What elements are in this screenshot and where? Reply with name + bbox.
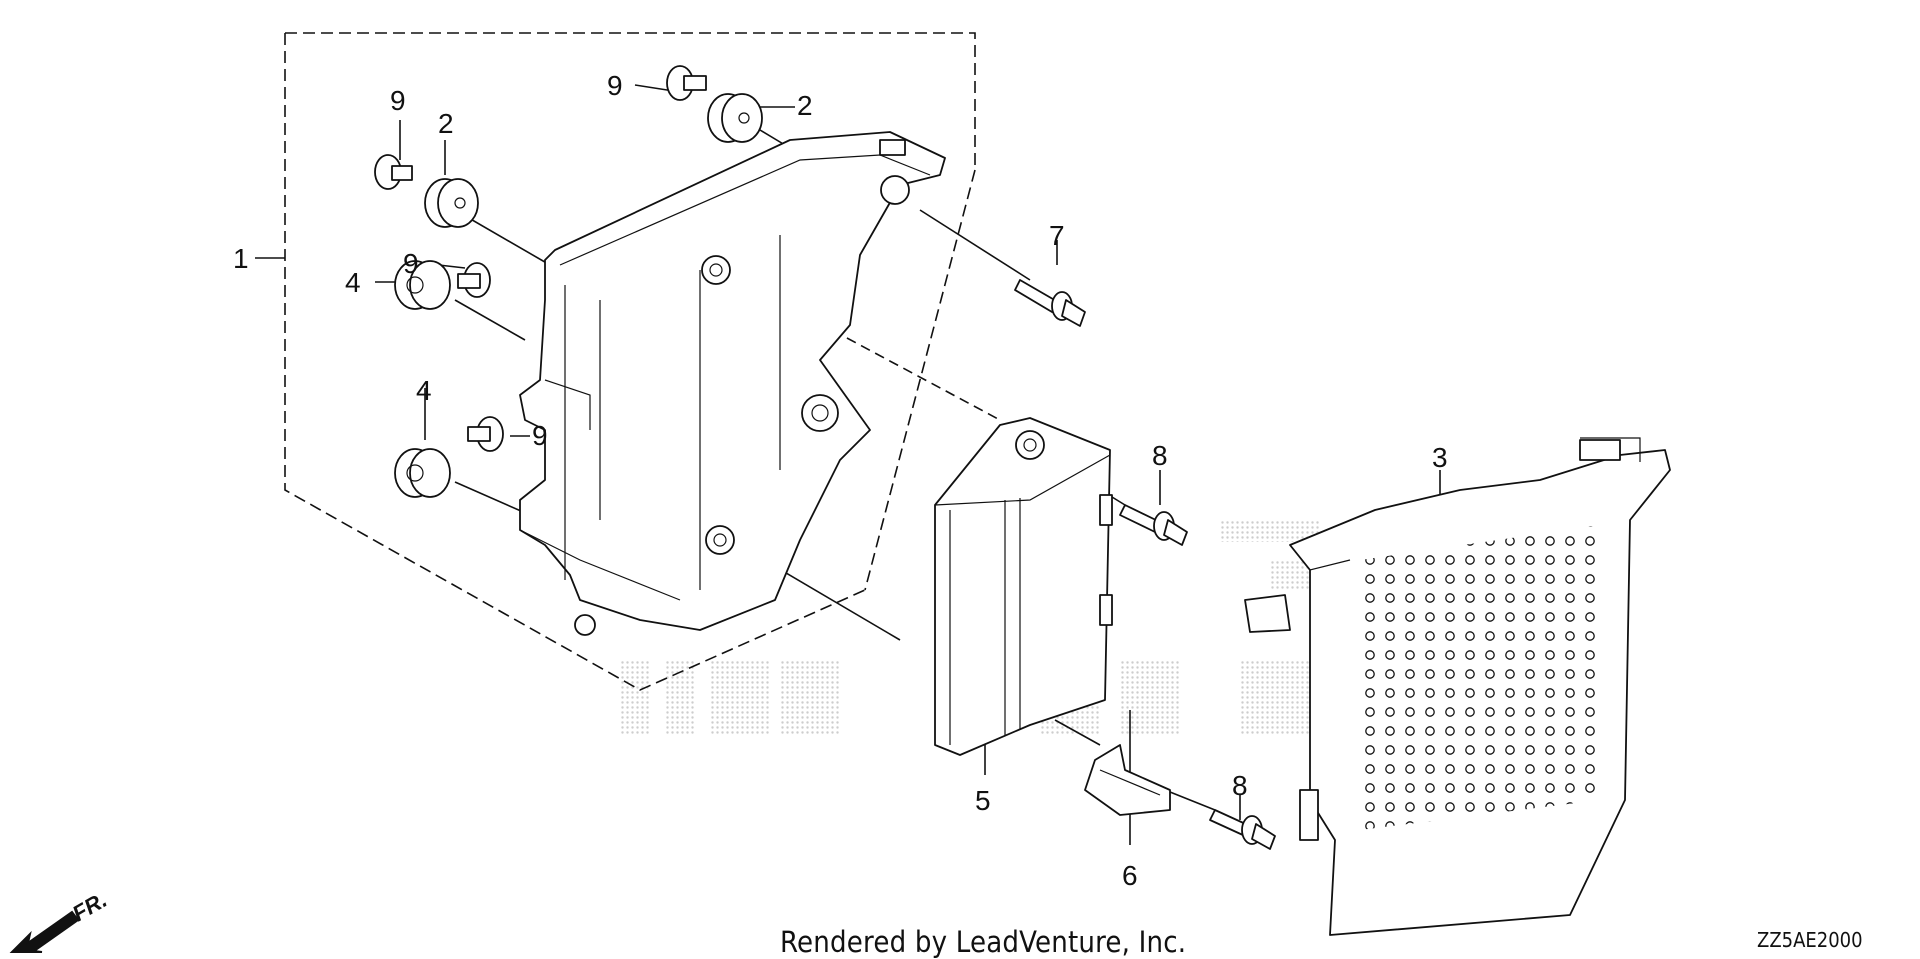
diagram-code: ZZ5AE2000	[1757, 928, 1863, 952]
callout-3: 3	[1432, 442, 1448, 473]
callout-8-lower: 8	[1232, 770, 1248, 801]
callout-5: 5	[975, 785, 991, 816]
perforated-cover-3	[1244, 437, 1671, 936]
grommet-4-upper	[394, 260, 451, 310]
callout-numbers: 1 2 2 3 4 4 5 6 7 8 8 9 9 9 9	[233, 70, 1448, 891]
callout-8-upper: 8	[1152, 440, 1168, 471]
front-direction-arrow: FR.	[9, 887, 111, 953]
callout-9-top-left: 9	[390, 85, 406, 116]
control-unit-5	[934, 417, 1113, 756]
callout-6: 6	[1122, 860, 1138, 891]
callout-4-upper: 4	[345, 267, 361, 298]
flange-bolt-8-upper	[1119, 504, 1188, 546]
clip-bracket-6	[1084, 744, 1171, 816]
flange-bolt-8-lower	[1209, 809, 1276, 850]
callout-1: 1	[233, 243, 249, 274]
callout-4-lower: 4	[416, 375, 432, 406]
callout-2-left: 2	[438, 108, 454, 139]
callout-9-mid: 9	[403, 248, 419, 279]
collar-9-top-left	[374, 154, 413, 190]
render-credit: Rendered by LeadVenture, Inc.	[780, 925, 1187, 959]
grommet-4-lower	[394, 448, 451, 498]
grommet-2-left	[424, 178, 479, 228]
callout-9-lower: 9	[532, 420, 548, 451]
callout-2-right: 2	[797, 90, 813, 121]
grommet-2-right	[707, 93, 763, 143]
control-box-bracket	[519, 131, 946, 636]
flange-bolt-7	[1014, 279, 1086, 327]
assembly-outline	[255, 32, 976, 691]
collar-9-lower	[467, 416, 504, 452]
collar-9-mid	[457, 262, 491, 298]
callout-9-top-center: 9	[607, 70, 623, 101]
callout-7: 7	[1049, 220, 1065, 251]
collar-9-top-center	[666, 65, 707, 101]
